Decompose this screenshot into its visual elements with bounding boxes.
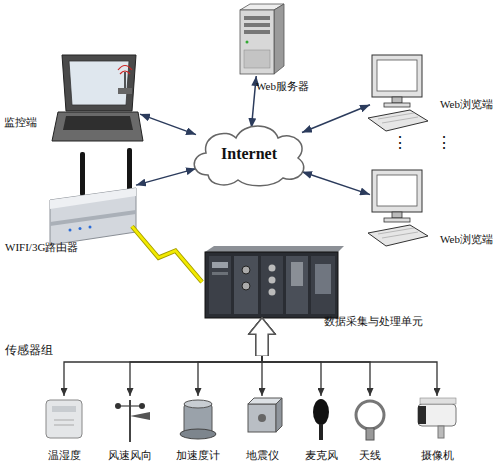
browser-node: Web浏览端	[368, 50, 440, 132]
browser-node: Web浏览端	[368, 165, 440, 247]
device-label: 天线	[359, 449, 381, 462]
daq-unit: 数据采集与处理单元	[200, 246, 345, 318]
cloud-label: Internet	[188, 120, 310, 188]
sensor-icons	[46, 398, 456, 442]
device-label: 监控端	[4, 116, 37, 129]
pc-icon	[368, 170, 428, 246]
device-label: 摄像机	[421, 449, 454, 462]
connector	[136, 169, 196, 186]
connector	[251, 76, 256, 128]
connector	[262, 318, 370, 396]
connector	[262, 318, 321, 396]
server-icon	[240, 4, 284, 74]
sensor-node: 摄像机	[415, 397, 459, 441]
sensor-node: 风速风向	[108, 397, 152, 441]
group-label: 传感器组	[5, 343, 53, 357]
sensor-node: 麦克风	[299, 397, 343, 441]
sensor-node: 地震仪	[240, 397, 284, 441]
connector	[140, 114, 196, 134]
connector	[130, 318, 262, 396]
connector	[64, 318, 262, 396]
device-label: 加速度计	[176, 449, 220, 462]
router-node: WIFI/3G路由器	[48, 148, 138, 246]
daq-chassis	[205, 246, 344, 318]
ellipsis-mark: ⋮	[436, 136, 452, 150]
device-label: 地震仪	[246, 449, 279, 462]
connector	[262, 318, 437, 396]
device-label: WIFI/3G路由器	[5, 241, 78, 254]
ellipsis-mark: ⋮	[392, 136, 408, 150]
monitor-node: 监控端	[50, 52, 142, 144]
device-label: 麦克风	[305, 449, 338, 462]
internet-cloud: Internet	[188, 120, 310, 188]
sensor-node: 天线	[348, 397, 392, 441]
connector	[302, 172, 370, 195]
server-node: Web服务器	[232, 3, 287, 78]
sensor-node: 加速度计	[176, 397, 220, 441]
pc-icon	[368, 55, 428, 131]
connector	[198, 318, 262, 396]
device-label: Web浏览端	[440, 98, 493, 111]
connector	[132, 226, 202, 282]
device-label: Web浏览端	[440, 233, 493, 246]
device-label: 风速风向	[108, 449, 152, 462]
laptop-icon	[52, 55, 143, 141]
device-label: Web服务器	[256, 80, 309, 93]
connector	[302, 105, 370, 133]
sensor-node: 温湿度	[42, 397, 86, 441]
device-label: 数据采集与处理单元	[324, 315, 423, 328]
router-icon	[50, 148, 136, 245]
device-label: 温湿度	[48, 449, 81, 462]
